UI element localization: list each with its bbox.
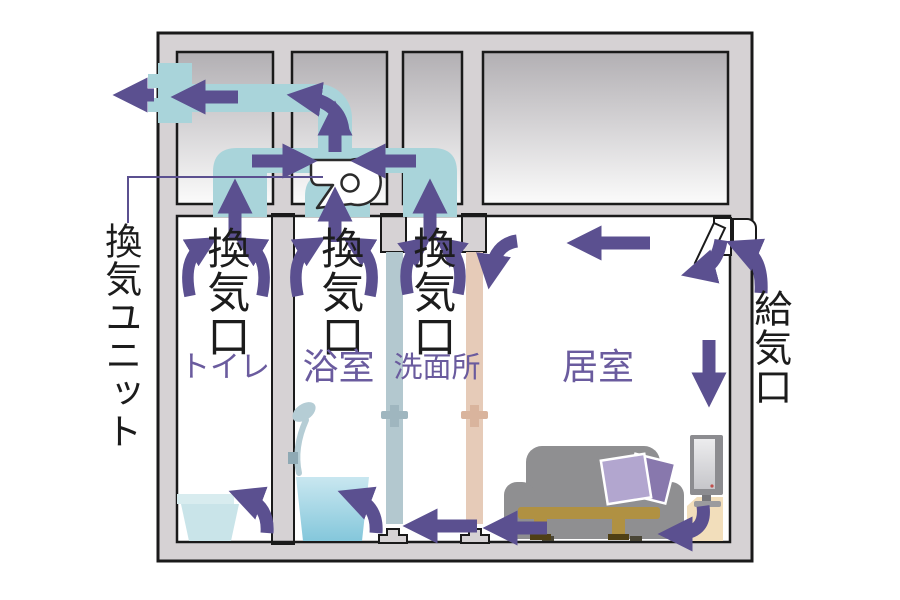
toilet-room-label: トイレ bbox=[180, 350, 270, 385]
vent-unit-label: 換気ユニット bbox=[98, 222, 142, 450]
bathroom-vent-label: 換気口 bbox=[313, 226, 364, 358]
washroom-vent-label: 換気口 bbox=[405, 226, 456, 358]
living-room-label: 居室 bbox=[561, 347, 634, 388]
arrow-floor-bath bbox=[337, 486, 383, 534]
arrow-vent-wash-left bbox=[397, 236, 432, 296]
airflow-arrows bbox=[112, 77, 768, 552]
partition-bath-wash-header bbox=[380, 213, 407, 253]
washroom-door-icon bbox=[461, 252, 488, 524]
supply-inlet-label: 給気口 bbox=[747, 289, 792, 406]
arrow-floor-tv bbox=[657, 505, 710, 552]
arrow-vent-toilet-left bbox=[182, 237, 218, 298]
arrow-vent-bath-right bbox=[342, 237, 378, 298]
cushion-icon bbox=[599, 452, 677, 506]
arrow-floor-toilet bbox=[228, 486, 274, 534]
exhaust-outlet-icon bbox=[148, 63, 192, 123]
partition-wash-living-header bbox=[461, 213, 487, 253]
bathtub-icon bbox=[296, 477, 369, 541]
shower-icon bbox=[288, 402, 316, 476]
vent-unit-callout-line bbox=[127, 176, 323, 223]
arrow-living-from-vent bbox=[681, 238, 728, 284]
tv-icon bbox=[690, 435, 723, 507]
arrow-supply-outside bbox=[725, 238, 768, 294]
ceiling-panel bbox=[481, 50, 730, 206]
arrow-vent-bath-left bbox=[290, 237, 326, 298]
toilet-vent-label: 換気口 bbox=[199, 226, 250, 358]
arrow-vent-toilet-right bbox=[234, 237, 270, 298]
bathroom-door-icon bbox=[381, 252, 408, 524]
bathroom-room-label: 浴室 bbox=[302, 347, 375, 388]
arrow-living-down-left bbox=[476, 234, 519, 290]
washroom-room-label: 洗面所 bbox=[393, 350, 481, 384]
toilet-icon bbox=[177, 494, 239, 541]
arrow-vent-wash-right bbox=[434, 236, 469, 296]
